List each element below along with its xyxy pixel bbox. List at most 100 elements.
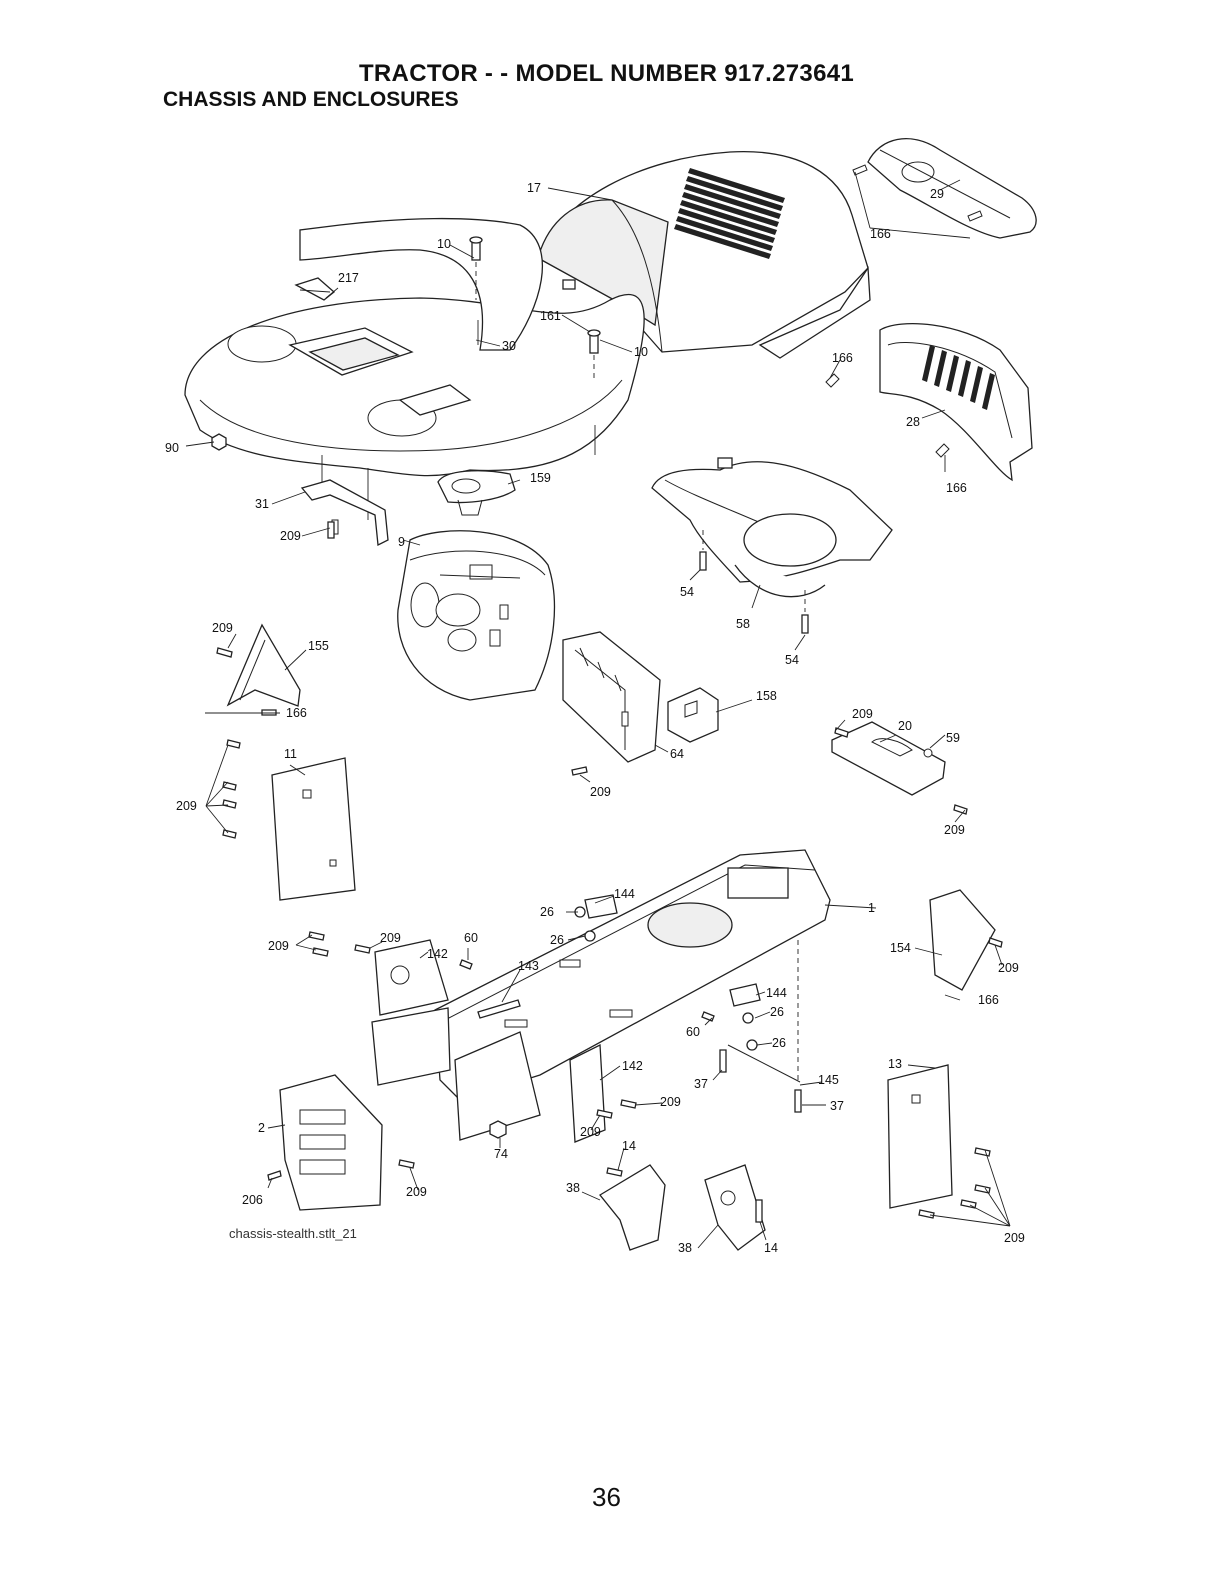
- callout-leader-lines: [185, 171, 1011, 1249]
- bar-143: [477, 999, 521, 1019]
- callout-label: 64: [670, 747, 684, 761]
- callout-label: 38: [678, 1241, 692, 1255]
- drawing-reference-code: chassis-stealth.stlt_21: [229, 1226, 357, 1241]
- hood-vent-slots: [674, 168, 785, 259]
- grille-vent-slots: [922, 345, 995, 410]
- callout-label: 26: [772, 1036, 786, 1050]
- callout-label: 59: [946, 731, 960, 745]
- callout-label: 142: [427, 947, 448, 961]
- callout-label: 20: [898, 719, 912, 733]
- callout-label: 209: [852, 707, 873, 721]
- callout-label: 13: [888, 1057, 902, 1071]
- screw-206: [267, 1170, 282, 1181]
- callout-label: 209: [406, 1185, 427, 1199]
- callout-label: 209: [660, 1095, 681, 1109]
- callout-label: 166: [832, 351, 853, 365]
- callout-label: 54: [680, 585, 694, 599]
- hood-bumper-pad: [562, 279, 576, 290]
- plate-11-part: [222, 739, 356, 901]
- callout-label: 26: [770, 1005, 784, 1019]
- support-bracket-part: [300, 479, 389, 547]
- grille-part: [825, 322, 1033, 482]
- plate-13-part: [887, 1064, 991, 1219]
- front-plate-2-part: [279, 1074, 383, 1211]
- callout-label: 144: [614, 887, 635, 901]
- callout-label: 209: [280, 529, 301, 543]
- fender-part: [184, 217, 645, 520]
- callout-label: 166: [946, 481, 967, 495]
- callout-label: 158: [756, 689, 777, 703]
- callout-labels: 17 29 166 10 217 161 10 30 166 28 166 90…: [165, 181, 1025, 1255]
- callout-label: 209: [580, 1125, 601, 1139]
- nut-74: [489, 1120, 507, 1139]
- callout-label: 31: [255, 497, 269, 511]
- page-number: 36: [592, 1482, 621, 1512]
- callout-label: 209: [998, 961, 1019, 975]
- callout-label: 10: [437, 237, 451, 251]
- console-support-part: [562, 631, 661, 763]
- rod-145-part: [727, 940, 801, 1083]
- callout-label: 209: [590, 785, 611, 799]
- nut-90: [211, 433, 227, 451]
- callout-label: 166: [286, 706, 307, 720]
- callout-label: 166: [978, 993, 999, 1007]
- callout-label: 28: [906, 415, 920, 429]
- plate-20-part: [831, 721, 968, 815]
- callout-label: 209: [1004, 1231, 1025, 1245]
- footrest-part: [651, 457, 893, 598]
- bracket-155-part: [216, 623, 301, 716]
- callout-label: 29: [930, 187, 944, 201]
- callout-label: 209: [380, 931, 401, 945]
- callout-label: 30: [502, 339, 516, 353]
- center-plate-part: [454, 1031, 606, 1143]
- callout-label: 206: [242, 1193, 263, 1207]
- hood-bolt: [587, 329, 601, 380]
- callout-label: 11: [284, 747, 297, 761]
- callout-label: 74: [494, 1147, 508, 1161]
- seat-pan-part: [437, 470, 516, 516]
- screw-209-set: [222, 739, 241, 839]
- callout-label: 54: [785, 653, 799, 667]
- callout-label: 9: [398, 535, 405, 549]
- frame-slot-holes: [504, 959, 633, 1028]
- callout-label: 14: [622, 1139, 636, 1153]
- shift-plate-part: [294, 277, 336, 301]
- callout-label: 26: [550, 933, 564, 947]
- callout-label: 90: [165, 441, 179, 455]
- screw-209: [308, 931, 371, 957]
- callout-label: 14: [764, 1241, 778, 1255]
- screw-54: [801, 590, 809, 634]
- callout-label: 60: [686, 1025, 700, 1039]
- callout-label: 209: [212, 621, 233, 635]
- hood-bolt: [469, 236, 483, 300]
- callout-label: 209: [944, 823, 965, 837]
- callout-label: 144: [766, 986, 787, 1000]
- callout-label: 142: [622, 1059, 643, 1073]
- callout-label: 161: [540, 309, 561, 323]
- screw-14: [606, 1167, 763, 1223]
- callout-label: 154: [890, 941, 911, 955]
- callout-label: 1: [868, 901, 875, 915]
- bracket-144: [584, 894, 761, 1007]
- callout-label: 2: [258, 1121, 265, 1135]
- callout-label: 38: [566, 1181, 580, 1195]
- bolt-37: [719, 1049, 802, 1113]
- callout-label: 26: [540, 905, 554, 919]
- bracket-154-part: [929, 889, 1003, 991]
- axle-bracket-38-part: [599, 1164, 766, 1251]
- callout-label: 37: [830, 1099, 844, 1113]
- clip-part: [667, 687, 719, 743]
- callout-label: 209: [176, 799, 197, 813]
- page-title: TRACTOR - - MODEL NUMBER 917.273641: [358, 60, 855, 87]
- callout-label: 155: [308, 639, 329, 653]
- callout-label: 37: [694, 1077, 708, 1091]
- side-plate-part: [371, 1007, 451, 1086]
- callout-label: 209: [268, 939, 289, 953]
- screw-54: [699, 530, 707, 571]
- headlight-lens-part: [852, 138, 1037, 239]
- callout-label: 17: [527, 181, 541, 195]
- callout-label: 143: [518, 959, 539, 973]
- callout-label: 217: [338, 271, 359, 285]
- callout-label: 58: [736, 617, 750, 631]
